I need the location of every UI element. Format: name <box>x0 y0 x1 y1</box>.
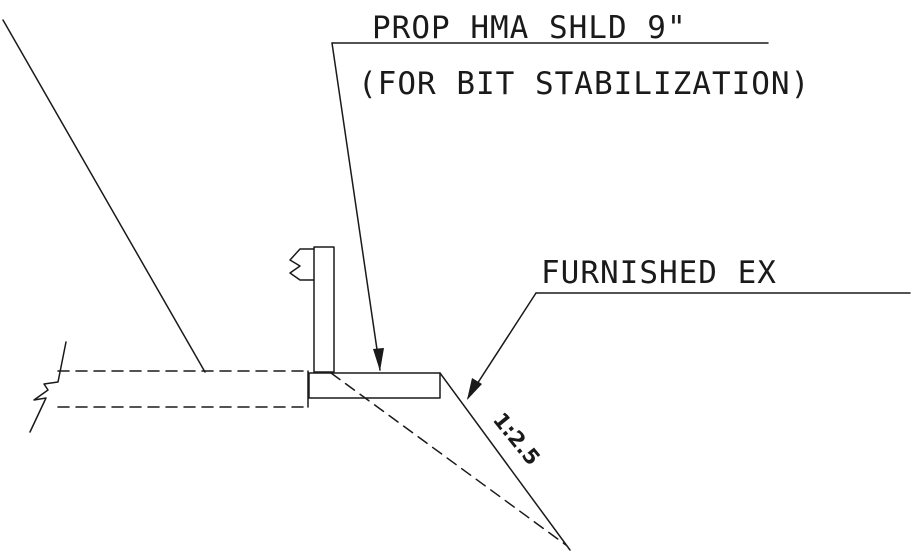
furnished-callout-arrowhead <box>467 378 482 400</box>
break-line-symbol <box>29 341 67 433</box>
existing-slope-dashed <box>330 372 567 546</box>
guardrail-post <box>313 246 335 373</box>
furnished-ex-label: FURNISHED EX <box>541 255 777 291</box>
slope-line <box>439 372 571 551</box>
slope-ratio-label: 1:2.5 <box>488 408 545 470</box>
hma-callout-leader <box>331 42 381 371</box>
left-slope-leader <box>2 19 206 373</box>
furnished-callout-leader <box>467 292 537 399</box>
hma-shoulder-label-line2: (FOR BIT STABILIZATION) <box>358 66 810 102</box>
hma-shoulder <box>308 372 441 399</box>
guardrail-beam <box>289 248 315 281</box>
hma-callout-arrowhead <box>373 348 384 371</box>
hma-shoulder-label-line1: PROP HMA SHLD 9" <box>372 10 687 46</box>
